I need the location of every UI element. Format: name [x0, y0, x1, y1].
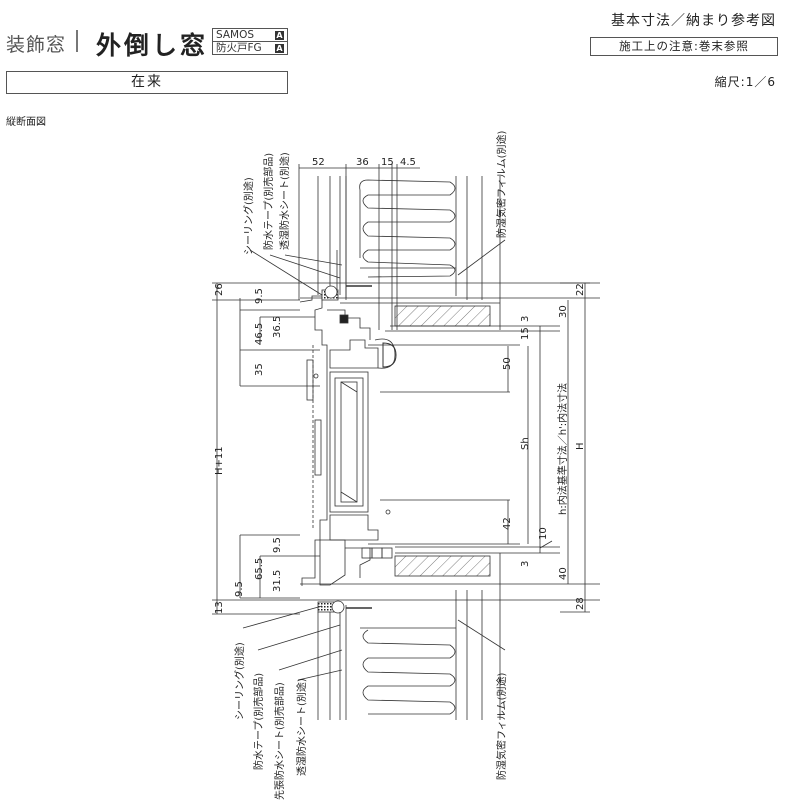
dim-13: 13 — [214, 601, 225, 614]
dim-H: H — [575, 442, 586, 450]
callout-breathable-sheet-top: 透湿防水シート(別途) — [278, 152, 291, 250]
dim-15-right: 15 — [520, 327, 531, 340]
dim-40: 40 — [558, 567, 569, 580]
dim-9-5-bottom: 9.5 — [234, 581, 245, 597]
inner-dimension-label: h:内法基準寸法／h':内法寸法 — [556, 383, 569, 515]
badge-samos: SAMOS A — [212, 28, 288, 42]
badge-label: SAMOS — [216, 29, 255, 41]
dim-36-5: 36.5 — [272, 316, 283, 338]
badge-label: 防火戸FG — [216, 42, 262, 54]
dim-26: 26 — [214, 283, 225, 296]
dim-65-5: 65.5 — [254, 558, 265, 580]
badge-stack: SAMOS A 防火戸FG A — [212, 28, 288, 55]
dim-sh: Sh — [520, 437, 531, 450]
dim-10: 10 — [538, 527, 549, 540]
dim-52: 52 — [312, 157, 325, 168]
callout-waterproof-tape-top: 防水テープ(別売部品) — [262, 153, 275, 250]
dim-3-top: 3 — [520, 316, 531, 322]
badge-mark: A — [275, 30, 284, 40]
product-category: 装飾窓 — [6, 34, 67, 56]
dim-50: 50 — [502, 357, 513, 370]
scale-label: 縮尺:1／6 — [714, 75, 776, 89]
dim-28: 28 — [575, 597, 586, 610]
title-divider — [76, 30, 78, 52]
dim-15: 15 — [381, 157, 394, 168]
callout-vapor-barrier-top: 防湿気密フィルム(別途) — [495, 130, 508, 238]
dim-46-5: 46.5 — [254, 323, 265, 345]
view-label: 縦断面図 — [6, 117, 46, 128]
callout-vapor-barrier-bottom: 防湿気密フィルム(別途) — [495, 672, 508, 780]
callout-sealing-top: シーリング(別途) — [242, 177, 255, 255]
dim-4-5: 4.5 — [400, 157, 416, 168]
badge-mark: A — [275, 43, 284, 53]
dim-35: 35 — [254, 363, 265, 376]
callout-sealing-bottom: シーリング(別途) — [233, 642, 246, 720]
dim-9-5-mid: 9.5 — [272, 537, 283, 553]
dim-h-plus-11: H+11 — [214, 446, 225, 475]
callout-breathable-sheet-bottom: 透湿防水シート(別途) — [295, 678, 308, 776]
dim-31-5: 31.5 — [272, 570, 283, 592]
dim-9-5-top: 9.5 — [254, 288, 265, 304]
dim-22: 22 — [575, 283, 586, 296]
construction-note: 施工上の注意:巻末参照 — [590, 37, 778, 56]
dim-30: 30 — [558, 305, 569, 318]
callout-pre-sheet-bottom: 先張防水シート(別売部品) — [273, 682, 286, 800]
badge-fire-door: 防火戸FG A — [212, 42, 288, 55]
wall-type-box: 在来 — [6, 71, 288, 94]
dim-3-bottom: 3 — [520, 561, 531, 567]
dim-36: 36 — [356, 157, 369, 168]
document-title: 基本寸法／納まり参考図 — [611, 13, 776, 29]
callout-waterproof-tape-bottom: 防水テープ(別売部品) — [252, 673, 265, 770]
dim-42: 42 — [502, 517, 513, 530]
product-name: 外倒し窓 — [96, 31, 209, 60]
